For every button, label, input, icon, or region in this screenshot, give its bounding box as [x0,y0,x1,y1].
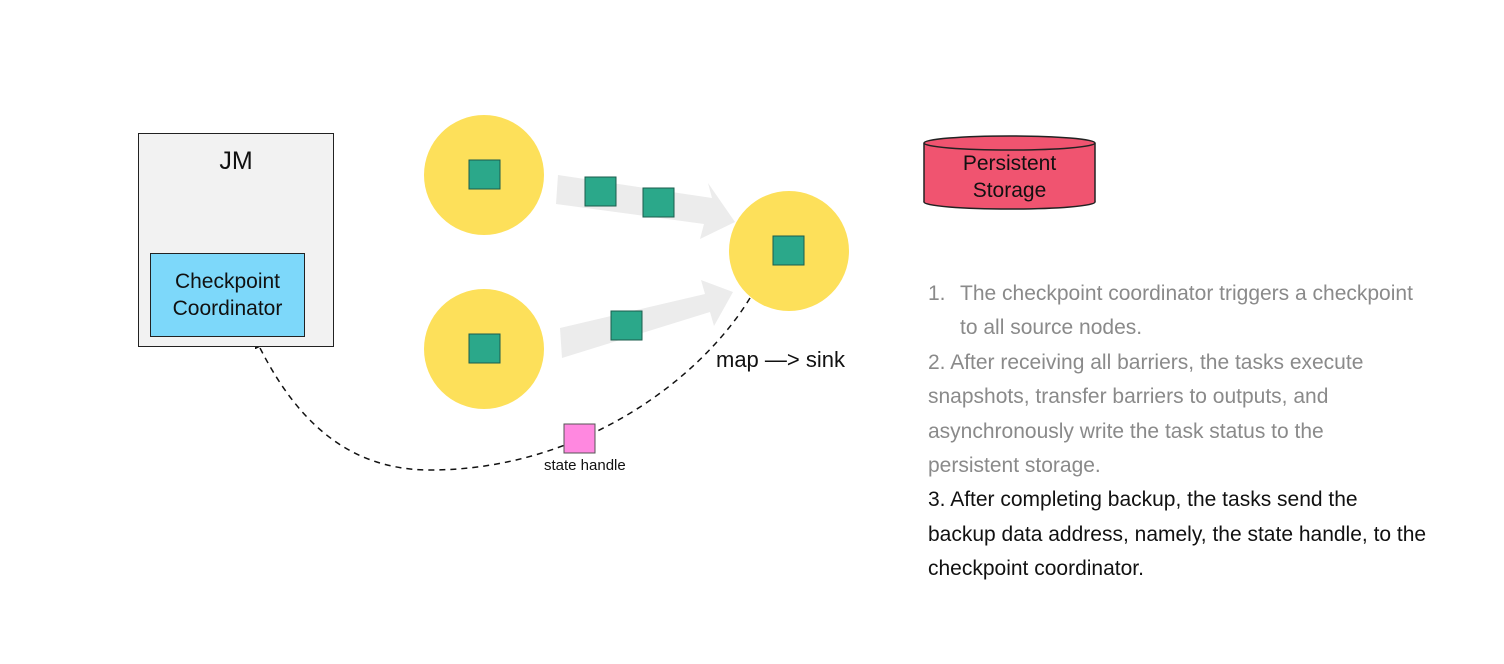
state-handle-path [254,297,751,471]
barrier-in-flight-3 [610,310,643,341]
jm-title: JM [219,147,253,175]
barrier-source-bottom [468,333,501,364]
step-2: 2. After receiving all barriers, the tas… [928,350,1364,478]
step-1-number: 1. [928,282,946,305]
jm-box: JM Checkpoint Coordinator [138,133,334,347]
persistent-storage-cylinder [923,135,1096,210]
step-1-continued: to all source nodes. [960,316,1143,340]
flow-arrow-bottom [560,280,733,358]
barrier-sink [772,235,805,266]
state-handle-block [563,423,596,454]
checkpoint-coordinator-box: Checkpoint Coordinator [150,253,305,337]
barrier-in-flight-1 [584,176,617,207]
step-1: 1. The checkpoint coordinator triggers a … [928,277,1488,311]
steps-description: 1. The checkpoint coordinator triggers a … [928,277,1488,587]
barrier-source-top [468,159,501,190]
map-sink-label: map —> sink [716,347,845,372]
step-1-line-1: The checkpoint coordinator triggers a ch… [960,282,1413,305]
step-3: 3. After completing backup, the tasks se… [928,488,1427,581]
barrier-in-flight-2 [642,187,675,218]
persistent-storage-label: Persistent Storage [962,152,1057,202]
state-handle-label: state handle [544,457,626,474]
